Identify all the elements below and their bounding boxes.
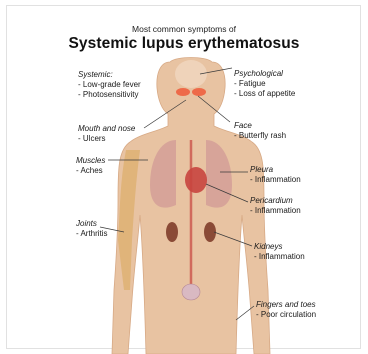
figure-subtitle: Most common symptoms of (0, 24, 368, 34)
label-heading: Fingers and toes (256, 300, 316, 310)
label-item: - Poor circulation (256, 310, 316, 320)
label-item: - Butterfly rash (234, 131, 286, 141)
butterfly-rash-left (176, 88, 190, 96)
label-muscles: Muscles - Aches (76, 156, 105, 176)
label-item: - Aches (76, 166, 105, 176)
label-face: Face - Butterfly rash (234, 121, 286, 141)
label-item: - Inflammation (250, 206, 301, 216)
label-item: - Ulcers (78, 134, 135, 144)
label-heading: Psychological (234, 69, 295, 79)
figure-title: Systemic lupus erythematosus (0, 35, 368, 53)
label-item: - Photosensitivity (78, 90, 141, 100)
label-item: - Arthritis (76, 229, 108, 239)
label-heading: Mouth and nose (78, 124, 135, 134)
heart (185, 167, 207, 193)
label-heading: Kidneys (254, 242, 305, 252)
label-heading: Muscles (76, 156, 105, 166)
label-item: - Loss of appetite (234, 89, 295, 99)
label-joints: Joints - Arthritis (76, 219, 108, 239)
label-psychological: Psychological - Fatigue - Loss of appeti… (234, 69, 295, 99)
label-fingers-toes: Fingers and toes - Poor circulation (256, 300, 316, 320)
label-item: - Inflammation (254, 252, 305, 262)
left-kidney (166, 222, 178, 242)
label-item: - Fatigue (234, 79, 295, 89)
label-pericardium: Pericardium - Inflammation (250, 196, 301, 216)
label-heading: Pleura (250, 165, 301, 175)
label-heading: Joints (76, 219, 108, 229)
label-heading: Systemic: (78, 70, 141, 80)
label-mouth-nose: Mouth and nose - Ulcers (78, 124, 135, 144)
label-kidneys: Kidneys - Inflammation (254, 242, 305, 262)
label-item: - Low-grade fever (78, 80, 141, 90)
label-heading: Pericardium (250, 196, 301, 206)
label-systemic: Systemic: - Low-grade fever - Photosensi… (78, 70, 141, 100)
butterfly-rash-right (192, 88, 206, 96)
brain-area (175, 60, 207, 88)
label-heading: Face (234, 121, 286, 131)
bladder (182, 284, 200, 300)
label-item: - Inflammation (250, 175, 301, 185)
label-pleura: Pleura - Inflammation (250, 165, 301, 185)
